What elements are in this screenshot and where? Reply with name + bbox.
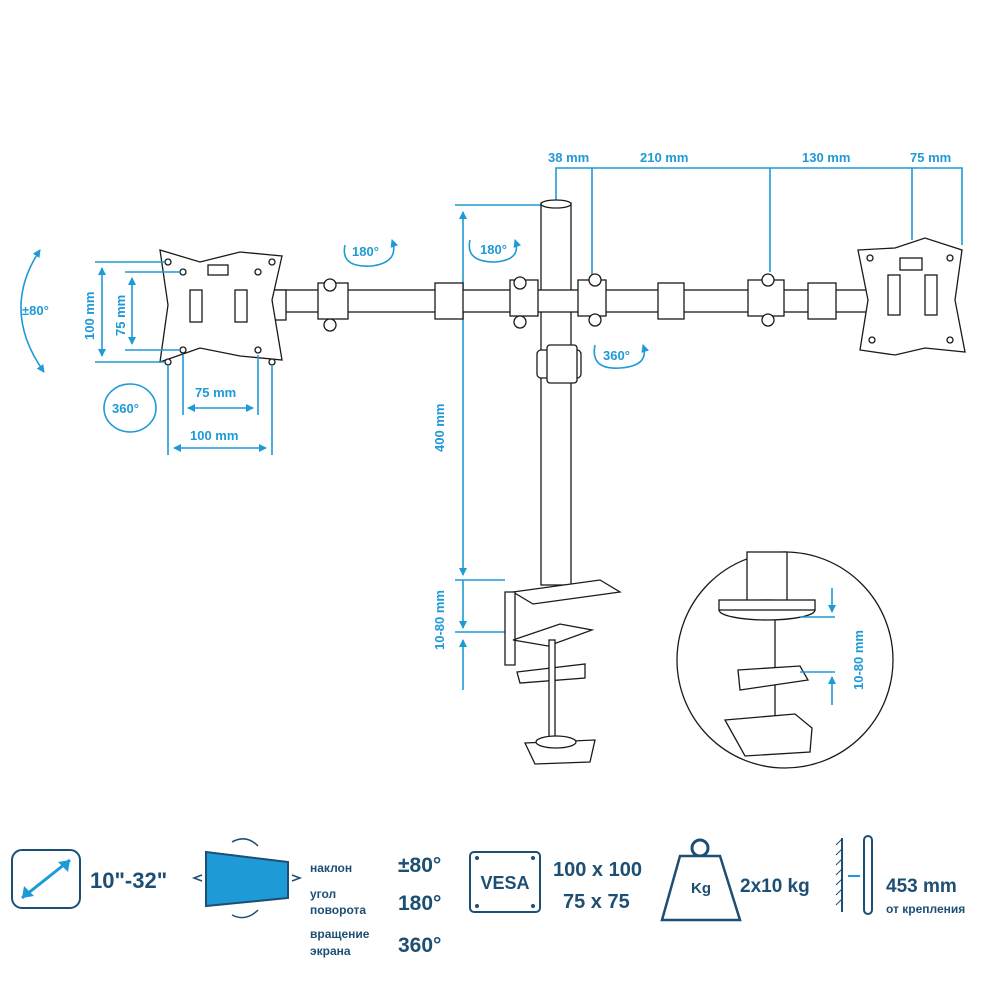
dim-clamp-10-80: 10-80 mm <box>432 590 447 650</box>
pole-height-dimension <box>455 204 545 690</box>
left-plate-dimensions <box>95 261 273 455</box>
dim-75mm-vertical: 75 mm <box>113 295 128 336</box>
weight-icon <box>660 838 742 922</box>
dim-210mm: 210 mm <box>640 150 688 165</box>
rotate-pole-arc <box>593 344 650 369</box>
rotation-pole: 360° <box>603 348 630 363</box>
spec-rotation-value: 360° <box>398 934 441 957</box>
spec-vesa-100: 100 x 100 <box>553 859 642 881</box>
left-vesa-plate <box>159 249 283 366</box>
spec-vesa-75: 75 x 75 <box>563 891 630 913</box>
rotate-screen-arc <box>103 383 157 433</box>
vesa-logo-text: VESA <box>480 873 529 893</box>
spec-swivel-label-1: угол <box>310 887 336 901</box>
spec-rotation-label-2: экрана <box>310 944 351 958</box>
spec-weight: 2x10 kg <box>740 876 810 897</box>
vesa-icon <box>469 851 541 913</box>
spec-reach: 453 mm <box>886 876 957 897</box>
pole <box>536 199 582 586</box>
spec-reach-label: от крепления <box>886 902 965 916</box>
dim-38mm: 38 mm <box>548 150 589 165</box>
spec-swivel-value: 180° <box>398 892 441 915</box>
rotation-screen: 360° <box>112 401 139 416</box>
clamp-detail-circle <box>676 551 894 769</box>
tilt-arc <box>20 249 45 373</box>
weight-icon-label: Kg <box>691 880 711 897</box>
dim-75mm-horizontal: 75 mm <box>195 385 236 400</box>
spec-rotation-label-1: вращение <box>310 927 370 941</box>
diagonal-size-icon <box>11 849 81 909</box>
dim-75mm-top: 75 mm <box>910 150 951 165</box>
spec-tilt-value: ±80° <box>398 854 441 877</box>
spec-screen-size: 10"-32" <box>90 868 167 893</box>
dim-400mm: 400 mm <box>432 404 447 452</box>
dual-arm <box>261 273 873 332</box>
spec-tilt-label: наклон <box>310 861 352 875</box>
dim-100mm-horizontal: 100 mm <box>190 428 238 443</box>
wall-reach-icon <box>835 835 873 915</box>
top-dimension-line <box>555 167 963 275</box>
swivel-pole-arc <box>468 239 522 263</box>
dim-100mm-vertical: 100 mm <box>82 292 97 340</box>
monitor-rotate-icon <box>191 838 303 919</box>
desk-clamp <box>504 579 622 765</box>
spec-swivel-label-2: поворота <box>310 903 366 917</box>
swivel-arm-arc <box>343 239 399 267</box>
rotation-swivel-pole: 180° <box>480 242 507 257</box>
dim-130mm: 130 mm <box>802 150 850 165</box>
rotation-swivel-arm: 180° <box>352 244 379 259</box>
right-vesa-plate <box>857 237 966 356</box>
detail-dim-10-80: 10-80 mm <box>851 630 866 690</box>
rotation-tilt: ±80° <box>22 303 49 318</box>
